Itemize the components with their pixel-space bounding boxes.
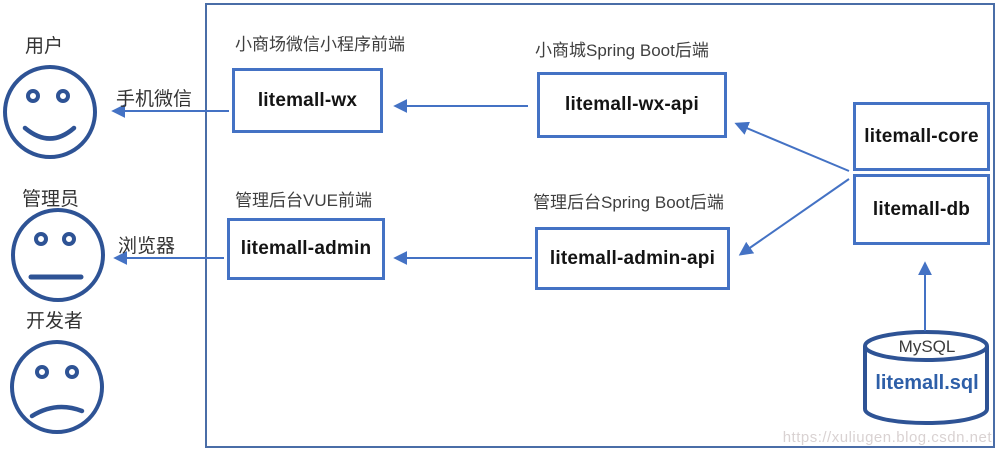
sql-schema-file-label: litemall.sql [875,372,979,394]
wechat-channel-label: 手机微信 [116,89,193,110]
module-box-litemall-admin-api: litemall-admin-api [535,227,730,290]
watermark-url: https://xuliugen.blog.csdn.net [782,429,992,446]
developer-label: 开发者 [26,311,84,332]
module-box-litemall-wx: litemall-wx [232,68,383,133]
arrow-core-to-wxapi [734,121,850,172]
developer-sad-face-icon [10,340,104,434]
admin-label: 管理员 [22,189,80,210]
arrow-db-to-adminapi [738,178,850,256]
caption-wx-backend: 小商城Spring Boot后端 [535,41,709,60]
module-box-litemall-db: litemall-db [853,174,990,245]
mysql-engine-label: MySQL [898,337,956,356]
connector-arrows [111,99,932,331]
mysql-database-cylinder-icon [863,330,989,425]
browser-channel-label: 浏览器 [118,236,176,257]
user-happy-face-icon [3,65,97,159]
module-box-litemall-wx-api: litemall-wx-api [537,72,727,138]
admin-neutral-face-icon [11,208,105,302]
system-boundary-frame [205,3,995,448]
caption-wx-frontend: 小商场微信小程序前端 [235,35,405,54]
module-box-litemall-core: litemall-core [853,102,990,171]
caption-admin-frontend: 管理后台VUE前端 [235,191,372,210]
user-label: 用户 [25,36,64,57]
module-box-litemall-admin: litemall-admin [227,218,385,280]
caption-admin-backend: 管理后台Spring Boot后端 [533,193,724,212]
